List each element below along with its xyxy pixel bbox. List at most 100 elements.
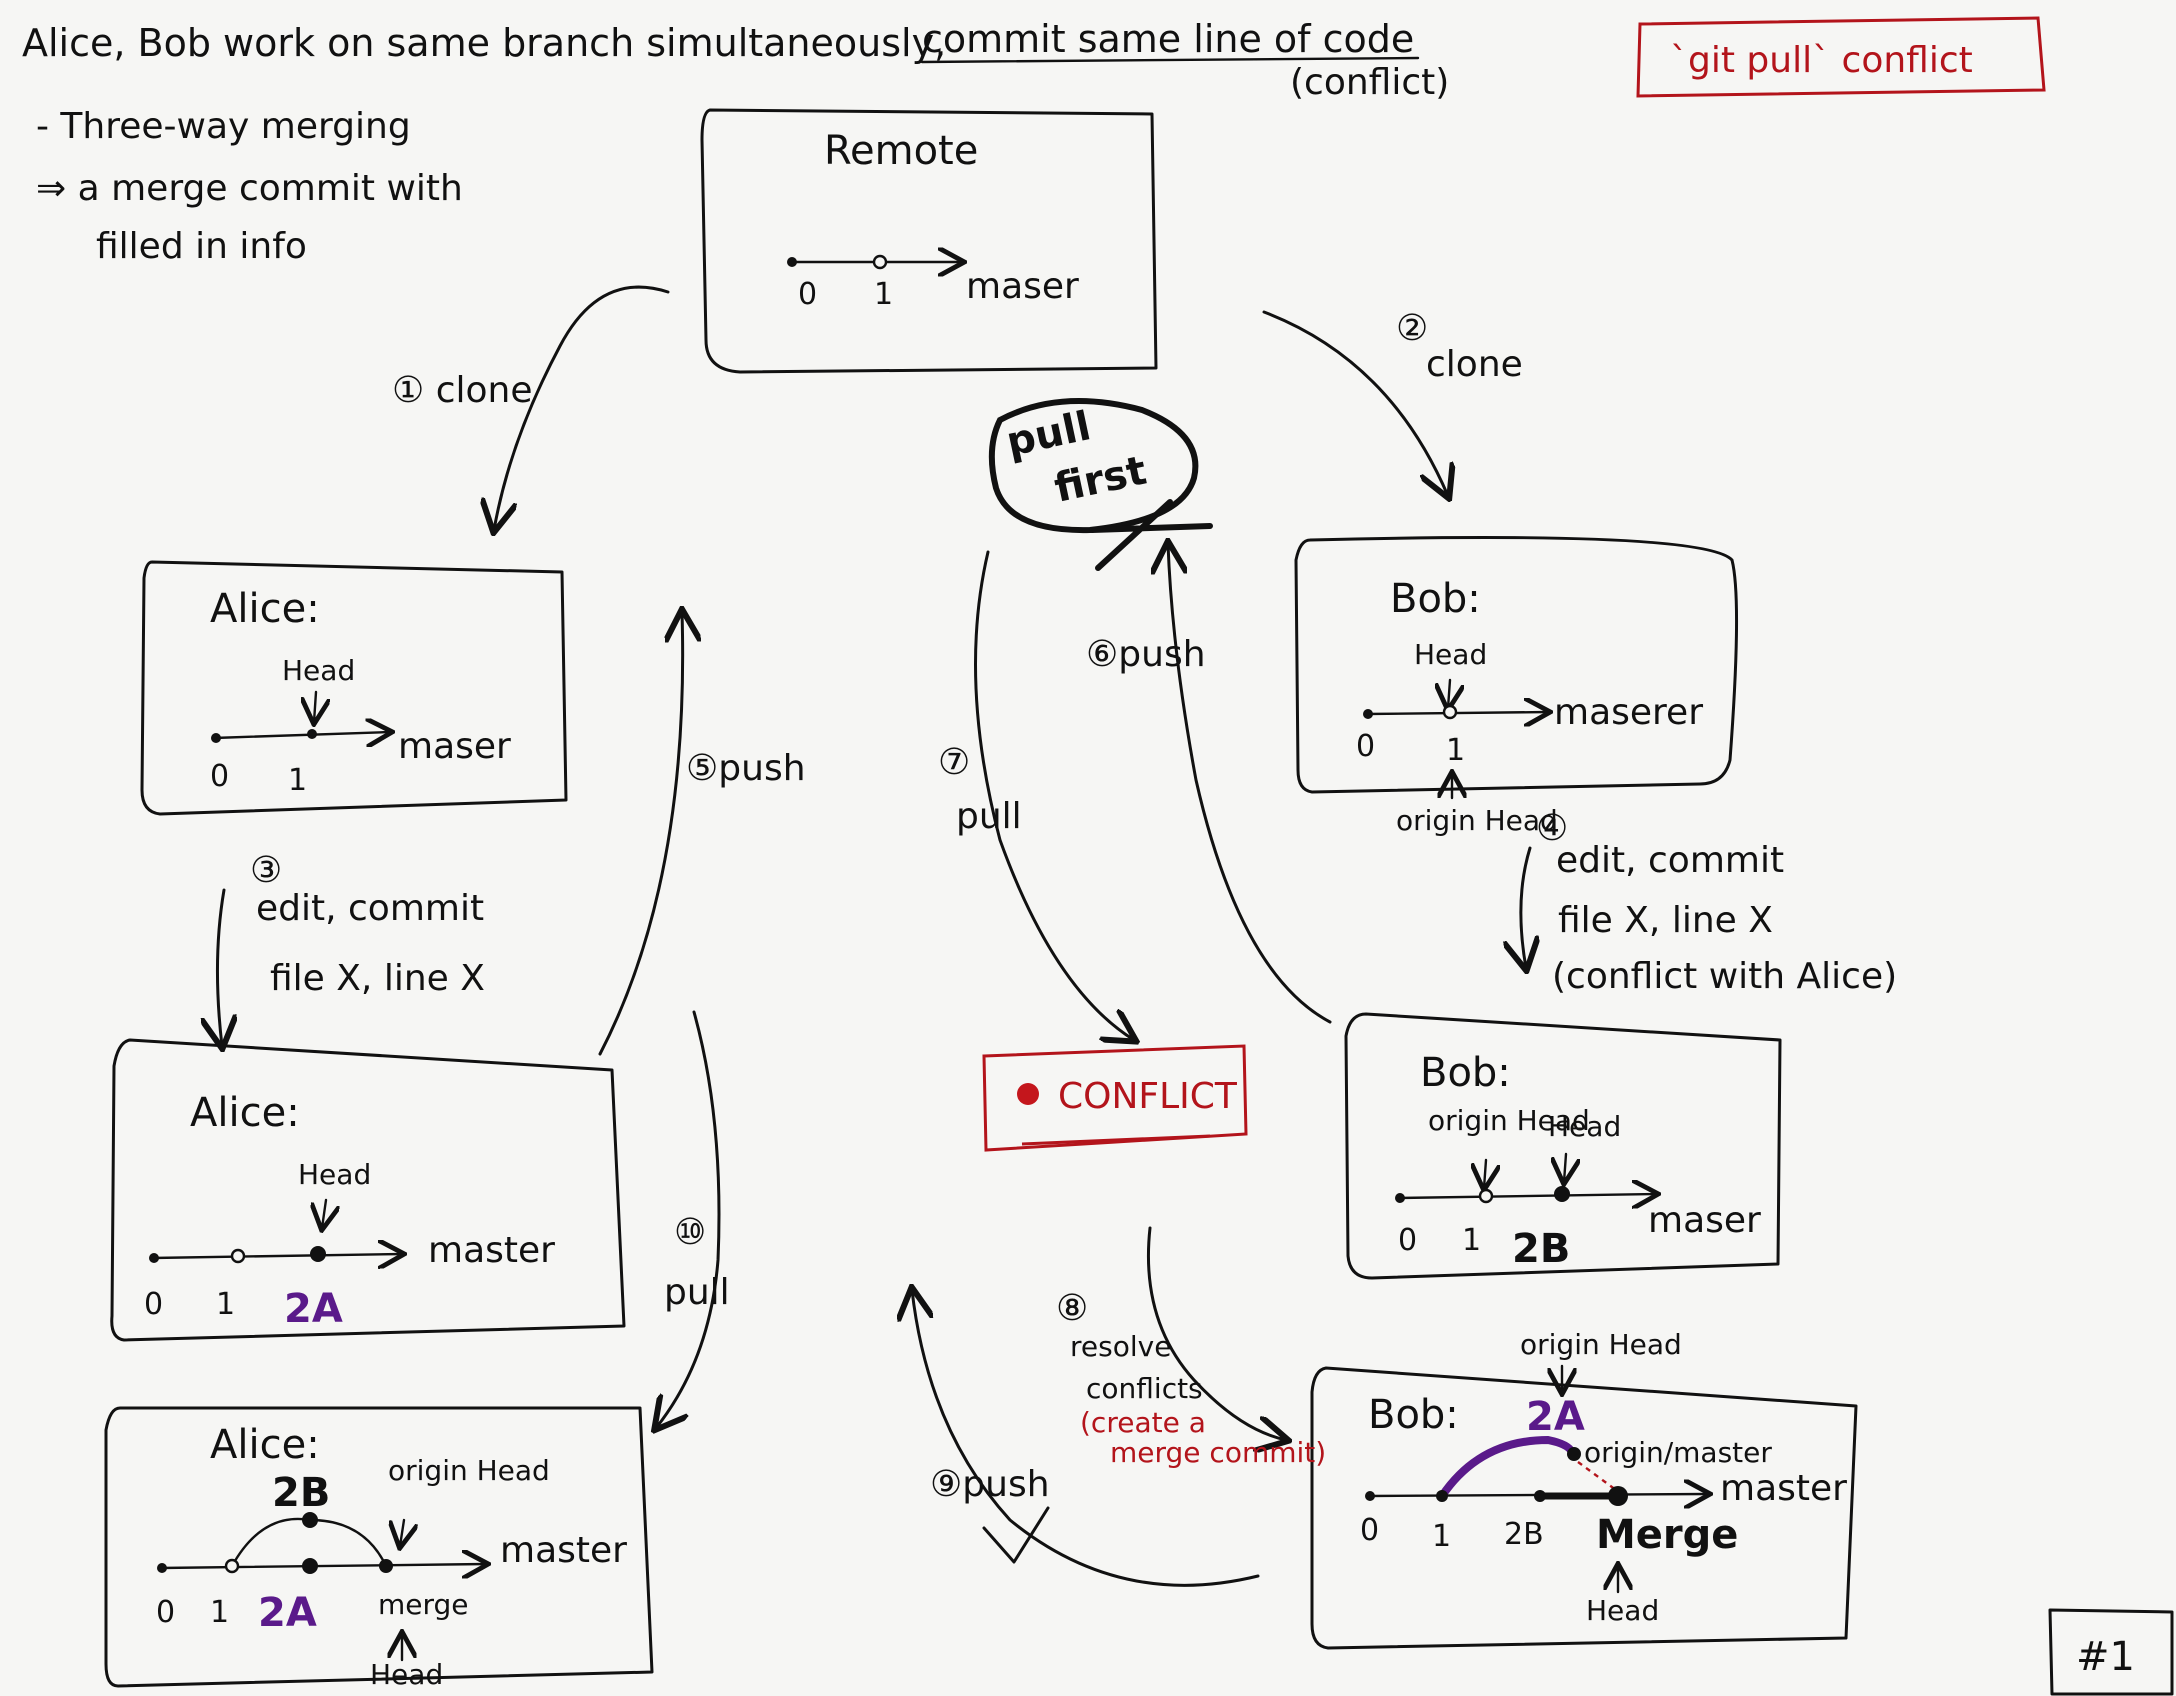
title-note: (conflict) — [1290, 62, 1449, 103]
alice2-tick-0: 0 — [144, 1287, 163, 1322]
alice-box-1: Alice: Head 0 1 maser — [140, 560, 568, 816]
bob3-commit-1 — [1436, 1490, 1448, 1502]
bob2-commit-2b — [1554, 1186, 1570, 1202]
page-number-box: #1 — [2048, 1608, 2174, 1696]
step1-label: ① clone — [392, 370, 533, 411]
bob1-commit-1 — [1442, 704, 1458, 720]
alice3-merge-label: merge — [378, 1588, 469, 1621]
bob2-tick-0: 0 — [1398, 1223, 1417, 1258]
alice3-commit-1 — [224, 1558, 240, 1574]
remote-tick-1: 1 — [874, 277, 893, 312]
bob3-tick-0: 0 — [1360, 1513, 1379, 1548]
step8-line-3: (create a — [1080, 1406, 1206, 1439]
conflict-underline — [1021, 1134, 1211, 1146]
alice1-branch-label: maser — [398, 726, 511, 767]
step7-label: pull — [956, 796, 1022, 837]
bob2-tick-1: 1 — [1462, 1223, 1481, 1258]
alice3-tick-1: 1 — [210, 1595, 229, 1630]
step8-line-1: resolve — [1070, 1330, 1171, 1363]
arrow-clone-bob — [1262, 310, 1448, 496]
bob3-commit-2a: 2A — [1526, 1394, 1585, 1440]
bob1-commit-0 — [1363, 709, 1373, 719]
bob2-commit-1 — [1478, 1188, 1494, 1204]
alice2-branch-line — [150, 1254, 402, 1258]
step10-num: ⑩ — [674, 1212, 706, 1253]
bob3-purple-arc — [1438, 1435, 1576, 1500]
alice2-head-label: Head — [298, 1158, 371, 1191]
bob1-head-label: Head — [1414, 638, 1487, 671]
step3-num: ③ — [250, 850, 282, 891]
bob3-merge-link — [1577, 1461, 1617, 1491]
alice1-commit-0 — [211, 733, 221, 743]
alice2-commit-1 — [230, 1248, 246, 1264]
alice3-commit-2a-dot — [302, 1558, 318, 1574]
check-mark-icon — [982, 1506, 1050, 1564]
bob-box-1: Bob: Head 0 1 maserer origin Head — [1294, 536, 1739, 837]
step7-num: ⑦ — [938, 742, 970, 783]
remote-commit-1 — [872, 254, 888, 270]
alice1-head-label: Head — [282, 654, 355, 687]
alice3-commit-2b: 2B — [272, 1470, 330, 1516]
bob1-head-pointer — [1448, 678, 1450, 708]
remote-box: Remote 0 1 maser — [700, 108, 1158, 374]
bob2-head-label: Head — [1548, 1110, 1621, 1143]
bob3-branch-label: master — [1720, 1468, 1847, 1509]
alice3-branch-line — [158, 1564, 486, 1568]
remote-tick-0: 0 — [798, 277, 817, 312]
bob2-origin-head: origin Head — [1428, 1104, 1590, 1137]
conflict-badge: CONFLICT — [982, 1044, 1248, 1152]
alice1-tick-1: 1 — [288, 763, 307, 798]
bob1-origin-head: origin Head — [1396, 804, 1558, 837]
alice2-branch-label: master — [428, 1230, 555, 1271]
alice3-branch-label: master — [500, 1530, 627, 1571]
bob2-commit-0 — [1395, 1193, 1405, 1203]
alice-box-3: Alice: 2B origin Head 0 1 2A merge Head … — [104, 1406, 654, 1691]
alice2-commit-0 — [149, 1253, 159, 1263]
arrow-alice-push — [598, 612, 683, 1056]
step8-line-4: merge commit) — [1110, 1436, 1326, 1469]
arrow-bob-pull — [974, 550, 1135, 1040]
arrow-alice-pull — [656, 1010, 721, 1428]
note-line-1: - Three-way merging — [36, 106, 411, 147]
bob1-title: Bob: — [1390, 576, 1481, 622]
arrow-alice-commit — [217, 888, 224, 1046]
bob2-commit-label: 2B — [1512, 1226, 1570, 1272]
bob1-tick-0: 0 — [1356, 729, 1375, 764]
step8-num: ⑧ — [1056, 1288, 1088, 1329]
conflict-dot-icon — [1017, 1083, 1039, 1105]
bob3-commit-2b-dot — [1534, 1490, 1546, 1502]
page-title-underlined: commit same line of code — [922, 17, 1414, 61]
arrow-bob-commit — [1521, 846, 1530, 968]
pull-first-callout: pull first — [988, 398, 1213, 571]
step5-label: ⑤push — [686, 748, 806, 789]
remote-title: Remote — [824, 128, 978, 174]
remote-commit-0 — [787, 257, 797, 267]
bob2-title: Bob: — [1420, 1050, 1511, 1096]
step2-num: ② — [1396, 308, 1428, 349]
bob2-branch-line — [1396, 1194, 1656, 1198]
step3-line-1: edit, commit — [256, 888, 484, 929]
alice1-tick-0: 0 — [210, 759, 229, 794]
topic-tag: `git pull` conflict — [1636, 16, 2046, 98]
topic-tag-label: `git pull` conflict — [1670, 40, 1973, 81]
remote-branch-label: maser — [966, 266, 1079, 307]
page-title: Alice, Bob work on same branch simultane… — [22, 21, 946, 65]
conflict-label: CONFLICT — [1058, 1076, 1238, 1117]
bob2-head-pointer — [1564, 1152, 1566, 1182]
step2-label: clone — [1426, 344, 1523, 385]
bob2-branch-label: maser — [1648, 1200, 1761, 1241]
alice1-title: Alice: — [210, 586, 320, 632]
alice1-branch-line — [212, 732, 390, 738]
alice3-commit-2a: 2A — [258, 1590, 317, 1636]
bob3-origin-master: origin/master — [1584, 1436, 1772, 1469]
page-number: #1 — [2076, 1634, 2135, 1680]
alice1-head-pointer — [314, 690, 316, 722]
bob3-tick-1: 1 — [1432, 1519, 1451, 1554]
bob3-commit-2b: 2B — [1504, 1517, 1544, 1552]
bob3-origin-head-top: origin Head — [1520, 1328, 1682, 1361]
arrow-bob-merge-push — [912, 1290, 1260, 1587]
bob3-head-label: Head — [1586, 1594, 1659, 1627]
bob3-merge-label: Merge — [1596, 1512, 1738, 1558]
step4-line-1: edit, commit — [1556, 840, 1784, 881]
